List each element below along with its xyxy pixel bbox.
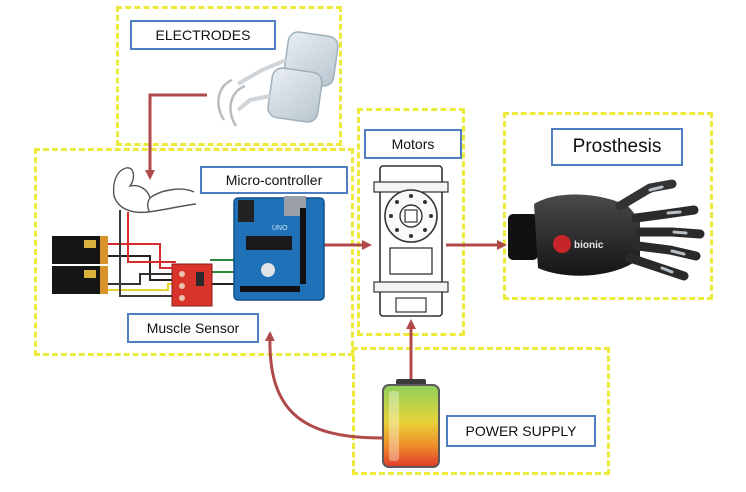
power-to-sensor-arrow	[264, 331, 383, 440]
battery-icon	[382, 379, 440, 468]
controller-zone	[34, 148, 354, 356]
prosthesis-zone	[503, 112, 713, 300]
muscle-sensor-label: Muscle Sensor	[127, 313, 259, 343]
electrodes-to-sensor-arrow	[145, 93, 207, 180]
wires	[108, 210, 234, 297]
battery-pack	[52, 236, 108, 294]
servo-motor	[373, 165, 449, 317]
power-supply-zone	[352, 347, 610, 475]
power-supply-label: POWER SUPPLY	[446, 415, 596, 447]
electrodes-label: ELECTRODES	[130, 20, 276, 50]
micro-controller-label: Micro-controller	[200, 166, 348, 194]
svg-text:bionic: bionic	[574, 240, 604, 251]
motors-label: Motors	[364, 129, 462, 159]
electrode-pads	[217, 31, 339, 127]
prosthesis-label: Prosthesis	[551, 128, 683, 166]
arm-icon	[112, 167, 197, 214]
svg-text:UNO: UNO	[272, 225, 288, 232]
muscle-sensor-board	[171, 263, 213, 307]
electrodes-zone	[116, 6, 342, 146]
arduino-board: UNO	[233, 196, 325, 301]
bionic-hand: bionic	[508, 179, 705, 281]
